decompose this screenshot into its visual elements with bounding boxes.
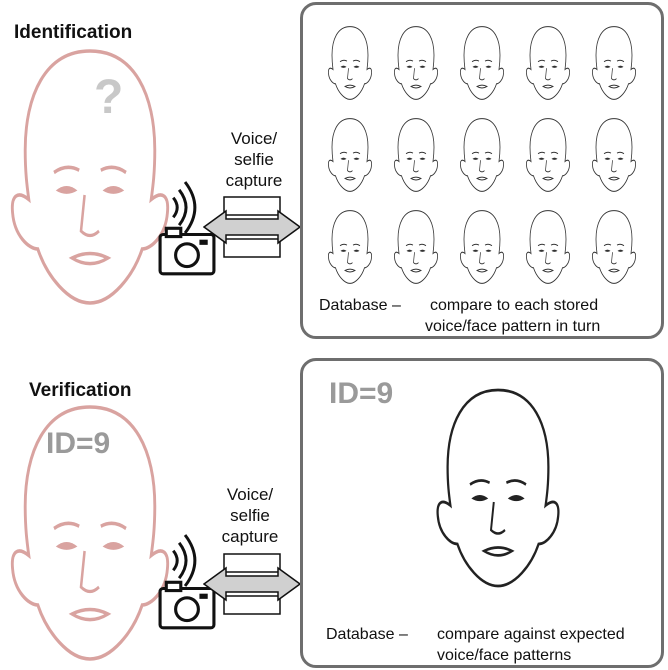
identification-capture-label: Voice/ selfie capture (218, 128, 290, 191)
identification-database-box: Database – compare to each stored voice/… (300, 2, 664, 339)
capture-line-3: capture (221, 527, 279, 546)
capture-line-1: Voice/ (226, 485, 274, 504)
stored-face (391, 116, 441, 194)
stored-face (325, 116, 375, 194)
verification-capture-label: Voice/ selfie capture (214, 484, 286, 547)
stored-face (391, 24, 441, 102)
stored-face (523, 208, 573, 286)
stored-faces-grid (317, 17, 647, 289)
question-mark: ? (94, 71, 124, 124)
stored-face (325, 208, 375, 286)
identification-exchange-arrow (203, 196, 301, 258)
user-face-unknown (0, 42, 180, 312)
database-id-label: ID=9 (329, 377, 394, 410)
capture-line-3: capture (225, 171, 283, 190)
identification-database-desc-2: voice/face pattern in turn (425, 318, 601, 335)
verification-exchange-arrow (203, 553, 301, 615)
stored-face (457, 24, 507, 102)
stored-face (523, 24, 573, 102)
verification-database-desc-1: compare against expected (437, 626, 625, 643)
stored-face (391, 208, 441, 286)
stored-face (325, 24, 375, 102)
verification-database-desc-2: voice/face patterns (437, 647, 572, 664)
capture-line-2: selfie (230, 506, 270, 525)
verification-database-label: Database – (326, 626, 408, 643)
stored-face (523, 116, 573, 194)
identification-heading: Identification (14, 22, 133, 43)
stored-face (457, 116, 507, 194)
capture-line-1: Voice/ (230, 129, 278, 148)
stored-face (589, 116, 639, 194)
user-id-label: ID=9 (46, 427, 111, 460)
stored-face (589, 208, 639, 286)
capture-line-2: selfie (234, 150, 274, 169)
stored-face (589, 24, 639, 102)
expected-face (428, 383, 568, 593)
verification-database-box: ID=9 Database – compare against expected… (300, 358, 664, 668)
identification-database-desc-1: compare to each stored (430, 297, 599, 314)
verification-heading: Verification (29, 380, 132, 401)
identification-database-label: Database – (319, 297, 401, 314)
stored-face (457, 208, 507, 286)
